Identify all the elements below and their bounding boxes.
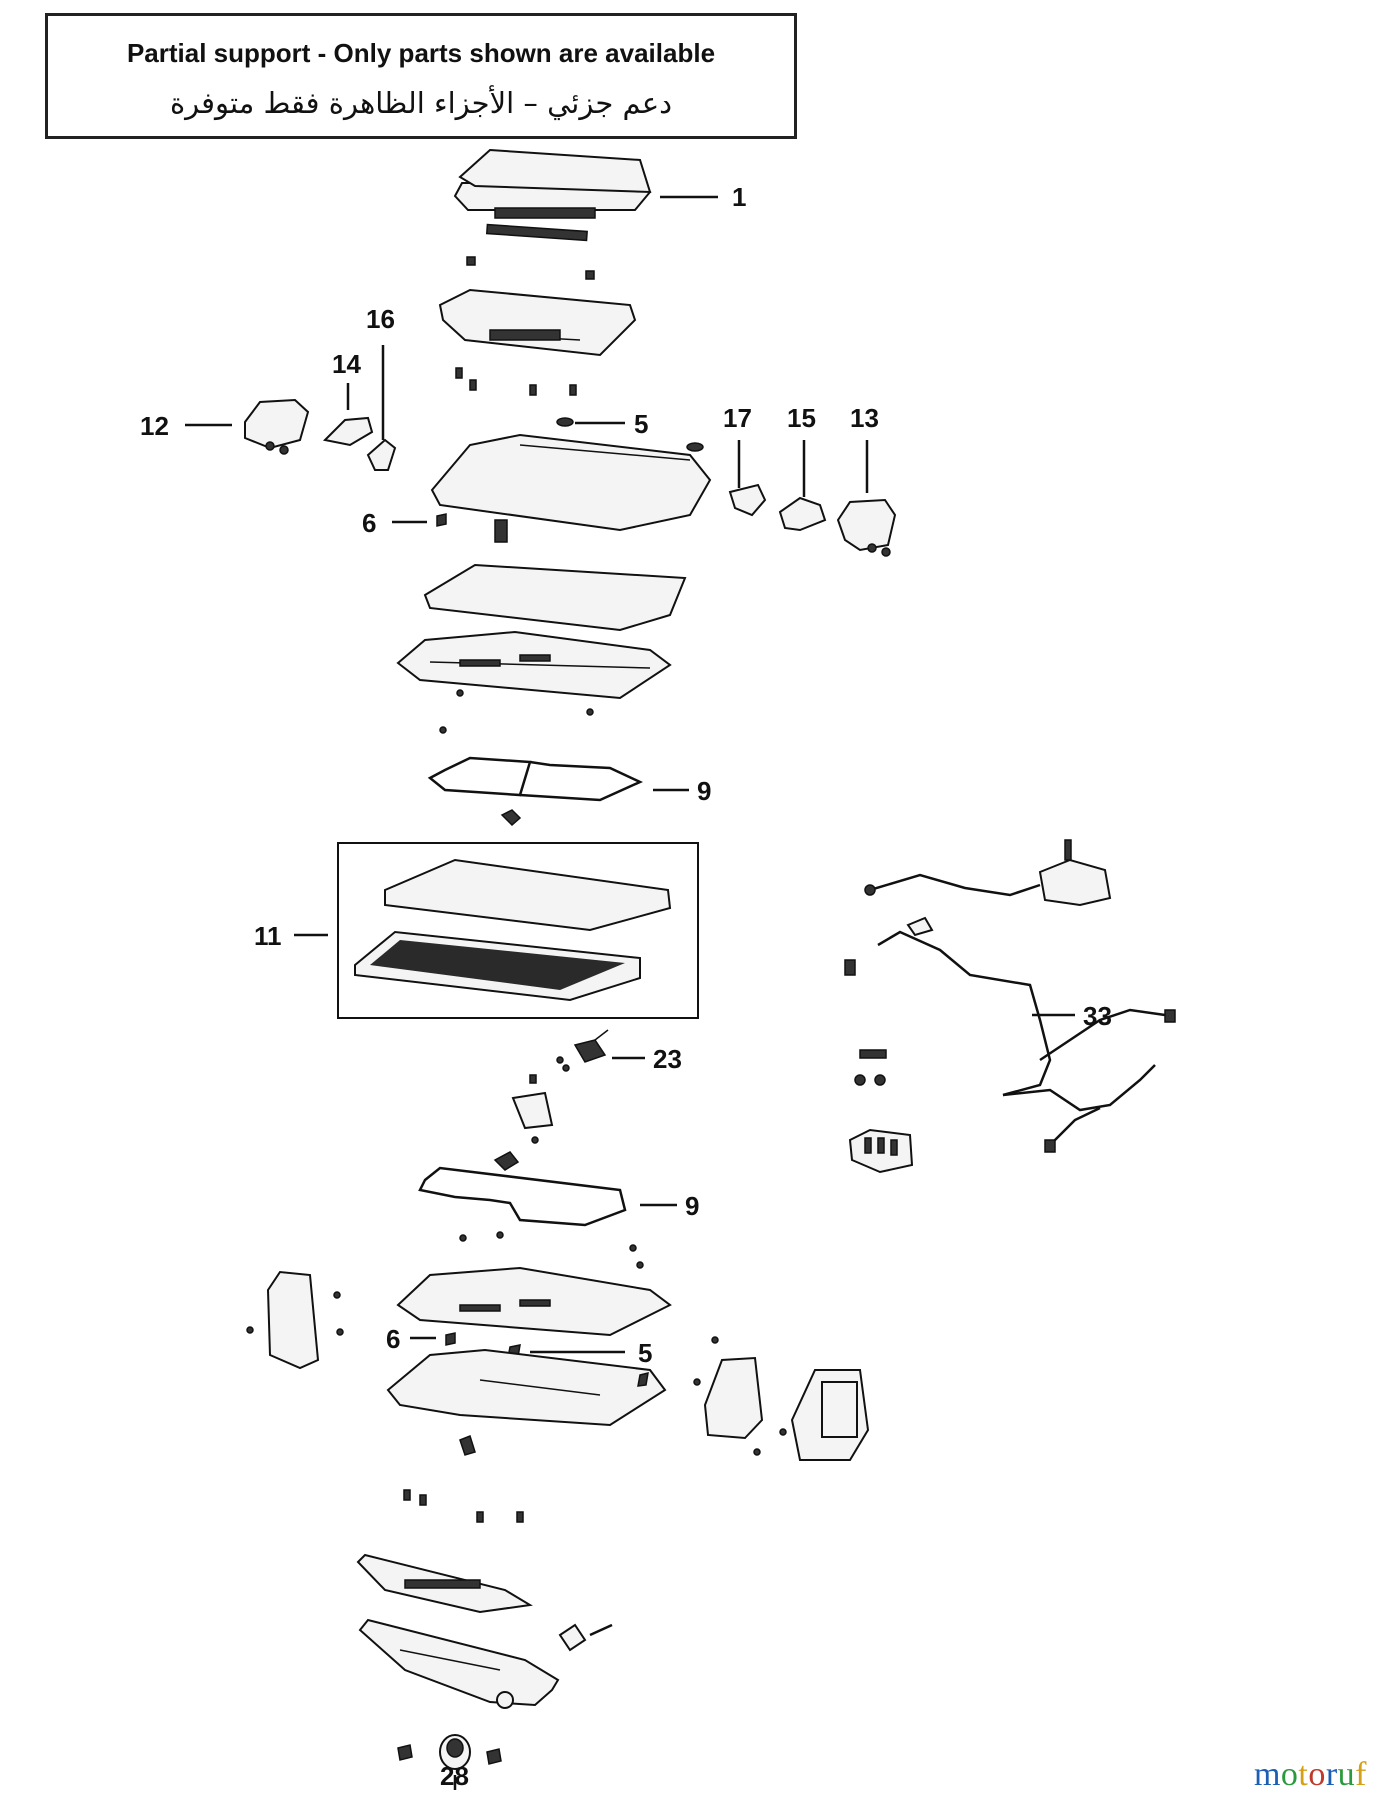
foot-right	[486, 1748, 502, 1765]
callout-16: 16	[366, 304, 395, 334]
screw	[531, 1136, 539, 1144]
screw	[439, 726, 447, 734]
callout-5-upper: 5	[634, 409, 648, 439]
screw	[874, 1074, 886, 1086]
part-11-cooking-plates	[337, 842, 699, 1019]
callout-9-lower: 9	[685, 1191, 699, 1221]
terminal-strip	[848, 1128, 914, 1174]
connector-clip	[500, 809, 522, 827]
part-upper-plate-frame	[396, 630, 672, 700]
part-top-handle-cover	[453, 148, 652, 242]
part-handle-base	[438, 288, 637, 357]
notice-arabic-text: دعم جزئي – الأجزاء الظاهرة فقط متوفرة	[169, 86, 673, 120]
mount-bracket	[511, 1091, 554, 1130]
callout-23: 23	[653, 1044, 682, 1074]
callout-leader-lines	[185, 195, 1075, 1790]
callout-labels: 1 16 14 12 5 17 15 13 6 9 11 33 23 9 6 5…	[140, 182, 1112, 1791]
screw	[459, 1234, 467, 1242]
part-17-bracket	[728, 483, 767, 517]
callout-33: 33	[1083, 1001, 1112, 1031]
part-upper-housing	[430, 417, 712, 532]
clip-small	[459, 1435, 476, 1456]
part-foot-pad-right	[790, 1369, 870, 1461]
terminal-block-small	[494, 519, 508, 543]
part-33-wiring-harness	[844, 916, 1176, 1153]
connector-clip-lower	[493, 1151, 520, 1171]
callout-9-upper: 9	[697, 776, 711, 806]
callout-5-lower: 5	[638, 1338, 652, 1368]
part-23-thermostat	[556, 1029, 609, 1072]
screw	[854, 1074, 866, 1086]
part-9-heating-element-upper	[427, 756, 644, 802]
parts-availability-notice: Partial support - Only parts shown are a…	[45, 13, 797, 139]
part-13-hinge-right	[836, 498, 897, 557]
callout-1: 1	[732, 182, 746, 212]
part-side-bracket-right	[693, 1336, 787, 1456]
screw-set-upper	[455, 367, 577, 396]
part-16-latch	[366, 438, 397, 471]
screw	[496, 1231, 504, 1239]
part-knob-small	[558, 1623, 613, 1652]
callout-11: 11	[254, 921, 282, 951]
part-power-cord	[864, 839, 1112, 907]
clip-right	[585, 270, 595, 280]
clip-left	[466, 256, 476, 266]
callout-13: 13	[850, 403, 879, 433]
foot-left	[397, 1744, 413, 1761]
callout-12: 12	[140, 411, 169, 441]
callout-6-lower: 6	[386, 1324, 400, 1354]
part-lower-plate-frame	[396, 1266, 672, 1337]
part-side-bracket-left	[246, 1270, 344, 1370]
screw	[636, 1261, 644, 1269]
screw	[456, 689, 464, 697]
part-6-clip-upper	[436, 513, 447, 527]
callout-6-upper: 6	[362, 508, 376, 538]
callout-17: 17	[723, 403, 752, 433]
watermark-text: motoruf	[1253, 1756, 1367, 1793]
motoruf-watermark: motoruf	[1254, 1756, 1367, 1794]
callout-28: 28	[440, 1761, 469, 1791]
part-15-hinge-mid	[778, 496, 827, 532]
part-28-knob	[439, 1734, 471, 1770]
part-9-heating-element-lower	[418, 1166, 627, 1227]
screw	[529, 1074, 537, 1084]
part-insulation-sheet	[423, 563, 687, 632]
part-14-bracket	[322, 416, 374, 447]
callout-14: 14	[332, 349, 361, 379]
part-handle-lower-top	[356, 1553, 533, 1614]
part-6-clip-lower	[445, 1332, 456, 1346]
crimp-connector	[859, 1049, 887, 1059]
part-12-hinge-left	[244, 398, 310, 455]
part-lower-housing	[386, 1348, 667, 1427]
screw	[629, 1244, 637, 1252]
screw-set-lower	[403, 1489, 524, 1523]
screw	[586, 708, 594, 716]
notice-english-text: Partial support - Only parts shown are a…	[126, 38, 716, 68]
part-handle-lower-base	[358, 1618, 560, 1709]
callout-15: 15	[787, 403, 816, 433]
